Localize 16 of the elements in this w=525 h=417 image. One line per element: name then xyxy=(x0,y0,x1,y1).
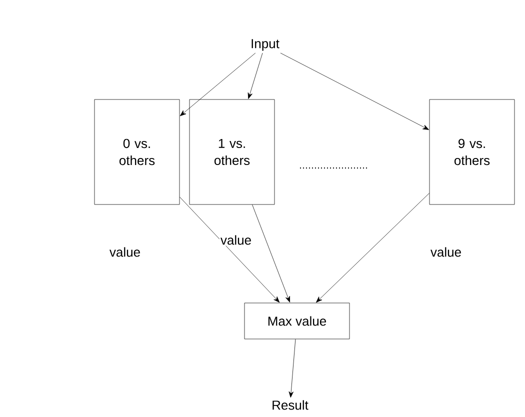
arrow xyxy=(280,52,429,130)
text-label: Input xyxy=(252,39,280,51)
classifier-box: 9 vs. others xyxy=(429,99,515,205)
process-box: Max value xyxy=(244,302,350,340)
arrow xyxy=(248,52,263,99)
arrow xyxy=(316,192,430,303)
classifier-box: 0 vs. others xyxy=(94,99,180,205)
edge-label: value xyxy=(429,246,463,258)
edge-label: value xyxy=(108,246,142,258)
arrow xyxy=(180,52,256,116)
edge-label: value xyxy=(219,234,253,246)
arrow xyxy=(180,196,280,303)
arrow xyxy=(288,338,296,398)
text-label: Result xyxy=(272,400,308,410)
classifier-box: 1 vs. others xyxy=(189,99,275,205)
arrow xyxy=(252,204,290,302)
